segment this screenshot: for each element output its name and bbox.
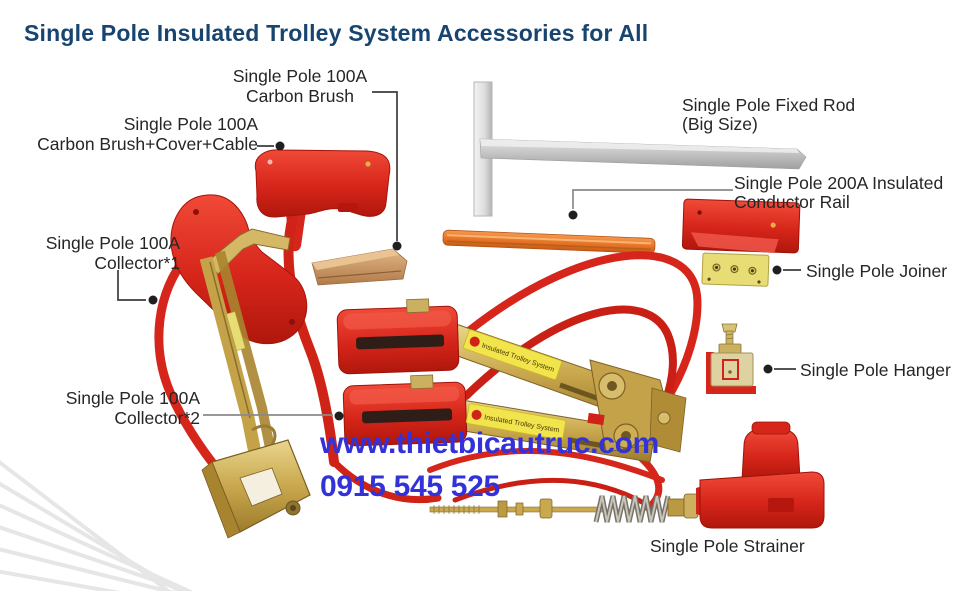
label-fixed-rod-line2: (Big Size) [682,114,758,134]
label-conductor-rail-line2: Conductor Rail [734,192,850,212]
callout-lines [117,91,801,421]
label-collector2: Single Pole 100A Collector*2 [55,388,200,428]
watermark: www.thietbicautruc.com 0915 545 525 [320,422,659,508]
label-hanger-text: Single Pole Hanger [800,360,951,380]
strainer-part [429,421,825,529]
label-conductor-rail: Single Pole 200A Insulated Conductor Rai… [734,174,943,212]
label-collector1-line1: Single Pole 100A [45,233,180,253]
label-strainer-text: Single Pole Strainer [650,536,805,556]
corner-streaks-decoration [0,460,194,591]
label-joiner-text: Single Pole Joiner [806,261,948,281]
label-conductor-rail-line1: Single Pole 200A Insulated [734,173,944,193]
brush-cover-cable-part [254,149,391,467]
label-collector2-line1: Single Pole 100A [65,388,200,408]
label-fixed-rod: Single Pole Fixed Rod (Big Size) [682,96,855,134]
label-hanger: Single Pole Hanger [800,360,951,380]
page-title: Single Pole Insulated Trolley System Acc… [24,20,649,46]
watermark-url: www.thietbicautruc.com [320,427,660,460]
watermark-phone: 0915 545 525 [320,470,500,503]
label-fixed-rod-line1: Single Pole Fixed Rod [682,95,856,115]
label-collector1: Single Pole 100A Collector*1 [30,233,180,273]
collector-mast-part [170,194,311,539]
pivot-bracket-part [587,359,687,453]
label-carbon-brush-line1: Single Pole 100A [232,66,368,86]
label-carbon-brush: Single Pole 100A Carbon Brush [225,66,375,106]
fixed-rod-part [473,81,807,217]
label-collector1-line2: Collector*1 [94,253,180,273]
joiner-part [681,198,801,287]
label-joiner: Single Pole Joiner [806,261,947,281]
label-brush-cover-cable-line1: Single Pole 100A [123,114,258,134]
label-brush-cover-cable-line2: Carbon Brush+Cover+Cable [37,134,258,154]
carbon-brush-plate-part [311,248,408,286]
hanger-part [706,323,756,394]
label-strainer: Single Pole Strainer [650,536,805,556]
label-carbon-brush-line2: Carbon Brush [246,86,354,106]
conductor-rail-part [442,229,656,254]
label-brush-cover-cable: Single Pole 100A Carbon Brush+Cover+Cabl… [15,114,258,154]
label-collector2-line2: Collector*2 [114,408,200,428]
